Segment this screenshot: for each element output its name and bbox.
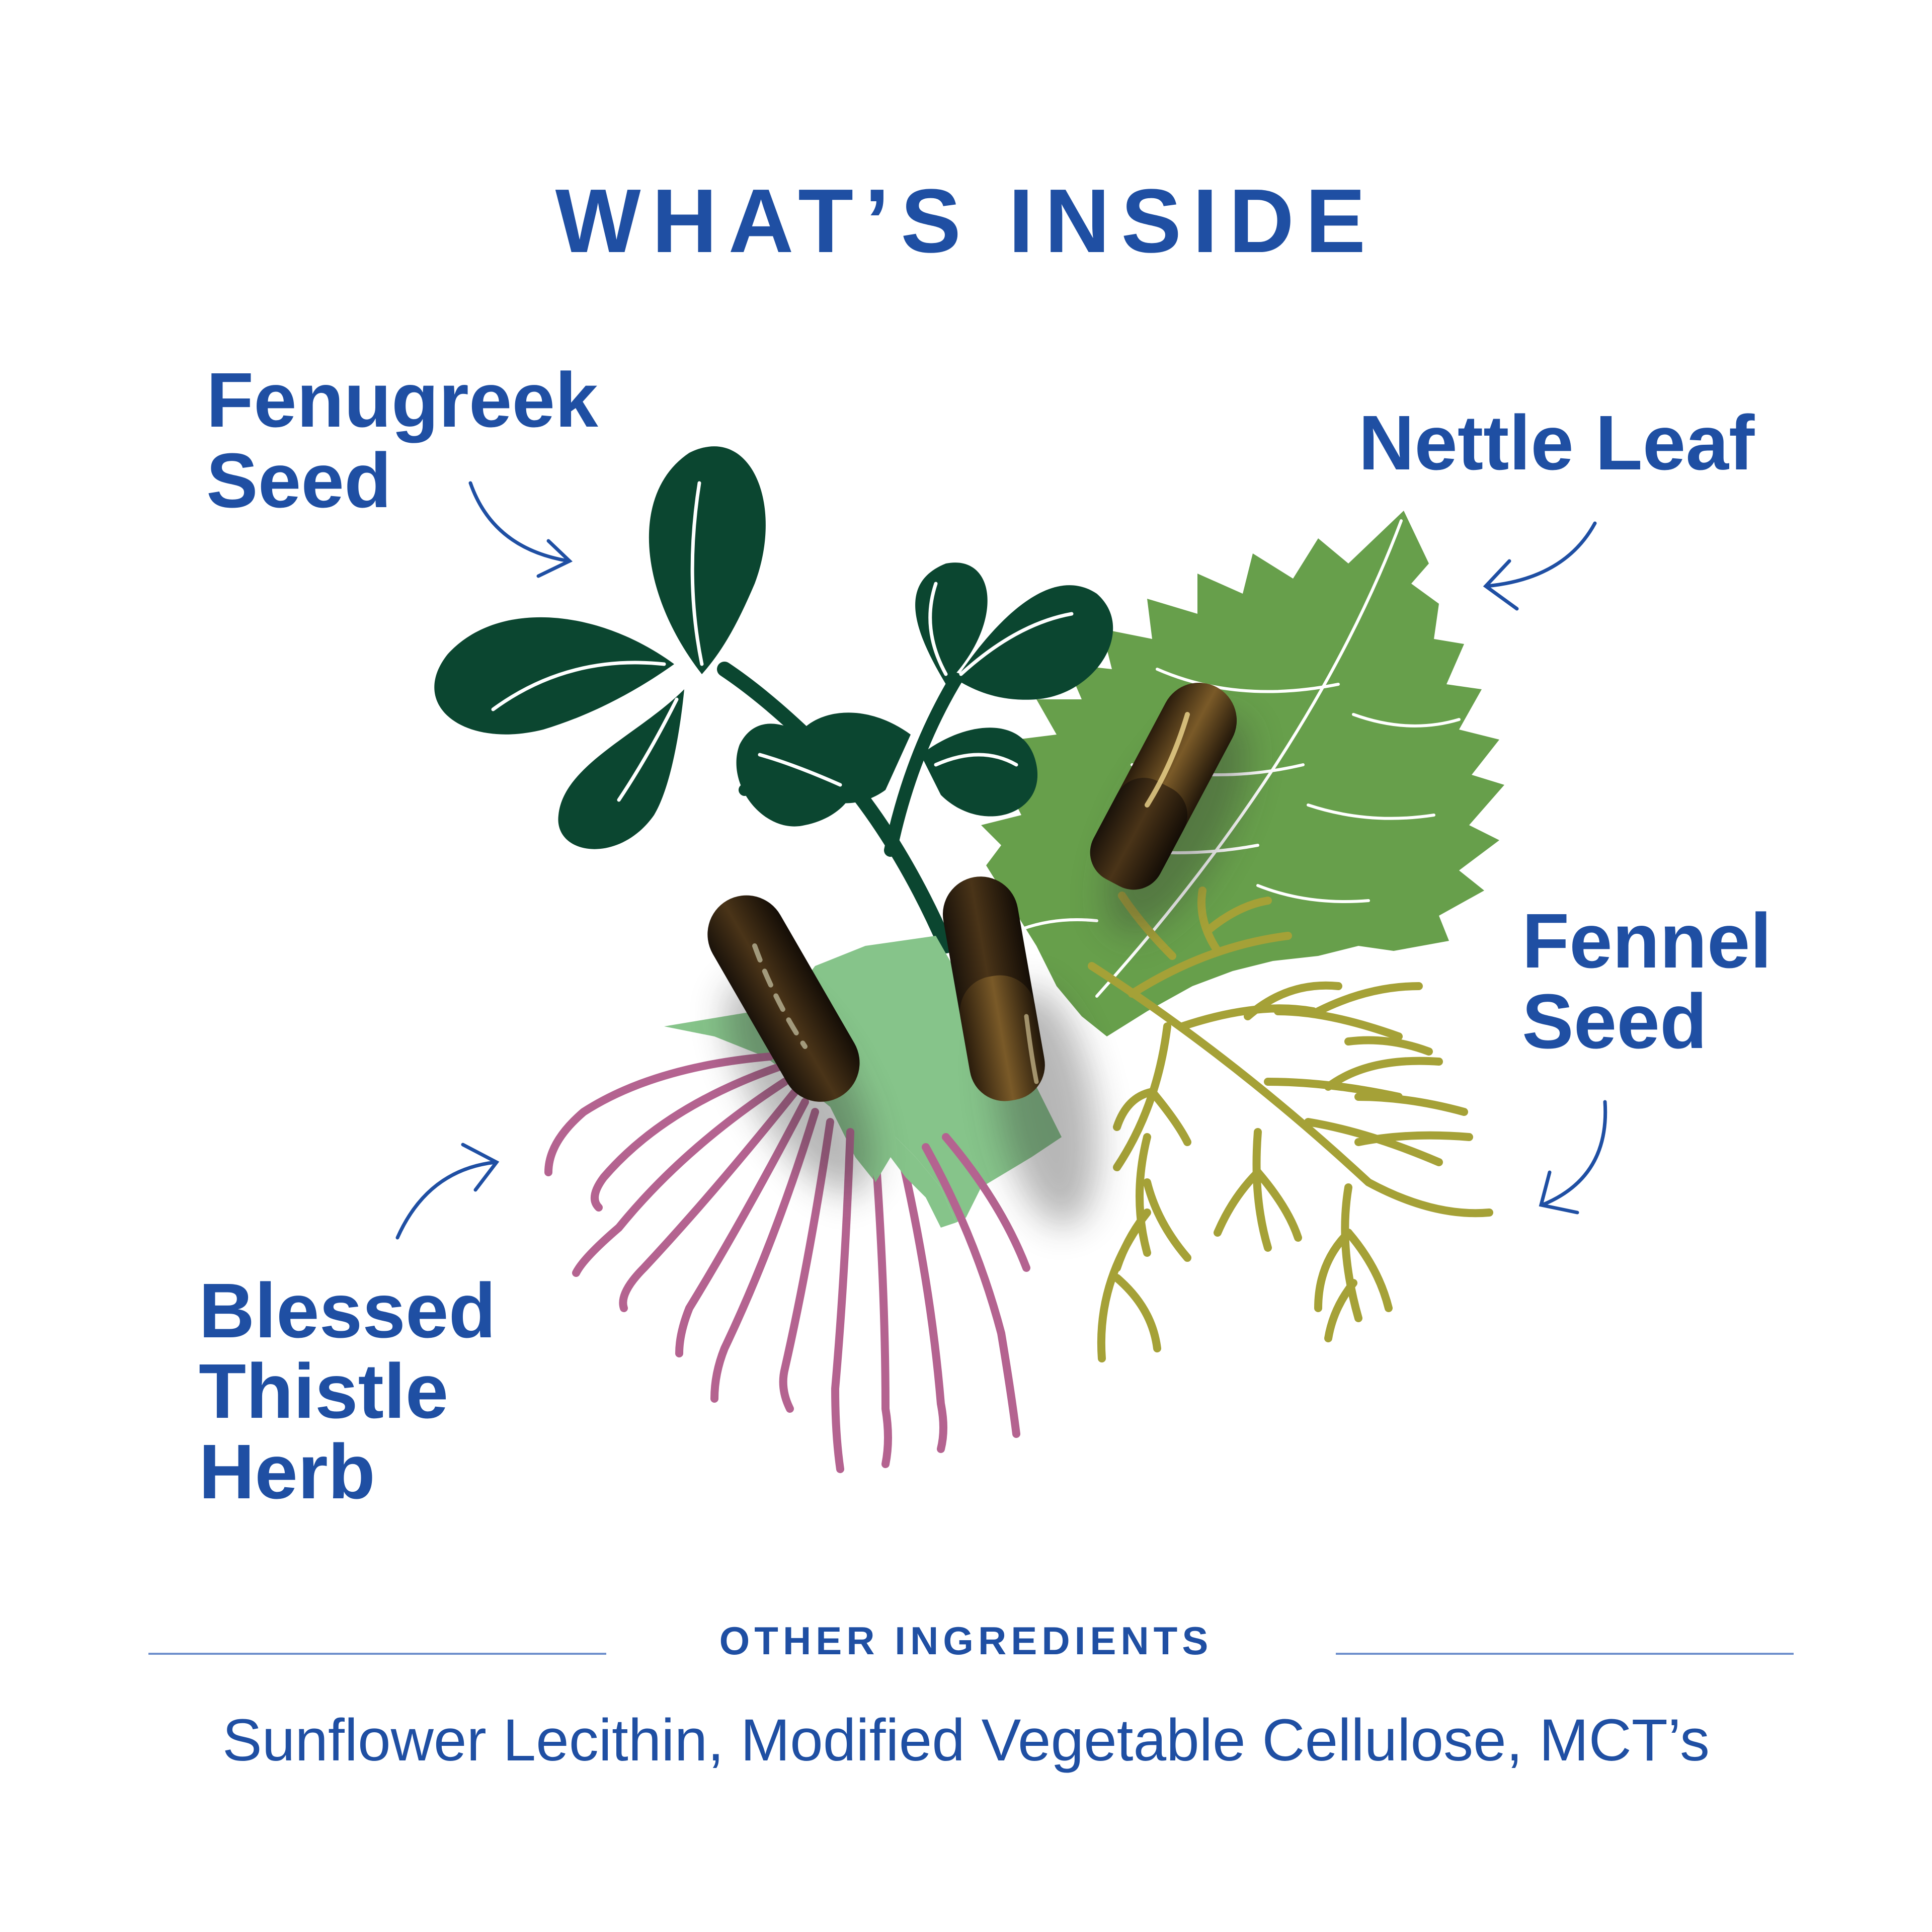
arrow-icon <box>1483 521 1597 611</box>
arrow-icon <box>395 1143 500 1240</box>
fenugreek-illustration <box>434 446 1113 953</box>
capsule-icon <box>707 895 873 1194</box>
other-ingredients-heading: OTHER INGREDIENTS <box>719 1619 1213 1663</box>
page-title: WHAT’S INSIDE <box>555 171 1377 272</box>
label-fennel-seed: Fennel Seed <box>1522 898 1772 1065</box>
arrow-icon <box>468 481 573 578</box>
capsule-icon <box>1090 682 1248 934</box>
label-blessed-thistle-herb: Blessed Thistle Herb <box>199 1267 496 1515</box>
fennel-illustration <box>1088 887 1493 1362</box>
label-fenugreek-seed: Fenugreek Seed <box>206 357 598 524</box>
other-ingredients-list: Sunflower Lecithin, Modified Vegetable C… <box>222 1707 1710 1774</box>
label-nettle-leaf: Nettle Leaf <box>1358 399 1755 486</box>
capsule-icon <box>942 876 1098 1226</box>
divider-left <box>148 1653 606 1655</box>
arrow-icon <box>1539 1100 1607 1215</box>
divider-right <box>1336 1653 1794 1655</box>
